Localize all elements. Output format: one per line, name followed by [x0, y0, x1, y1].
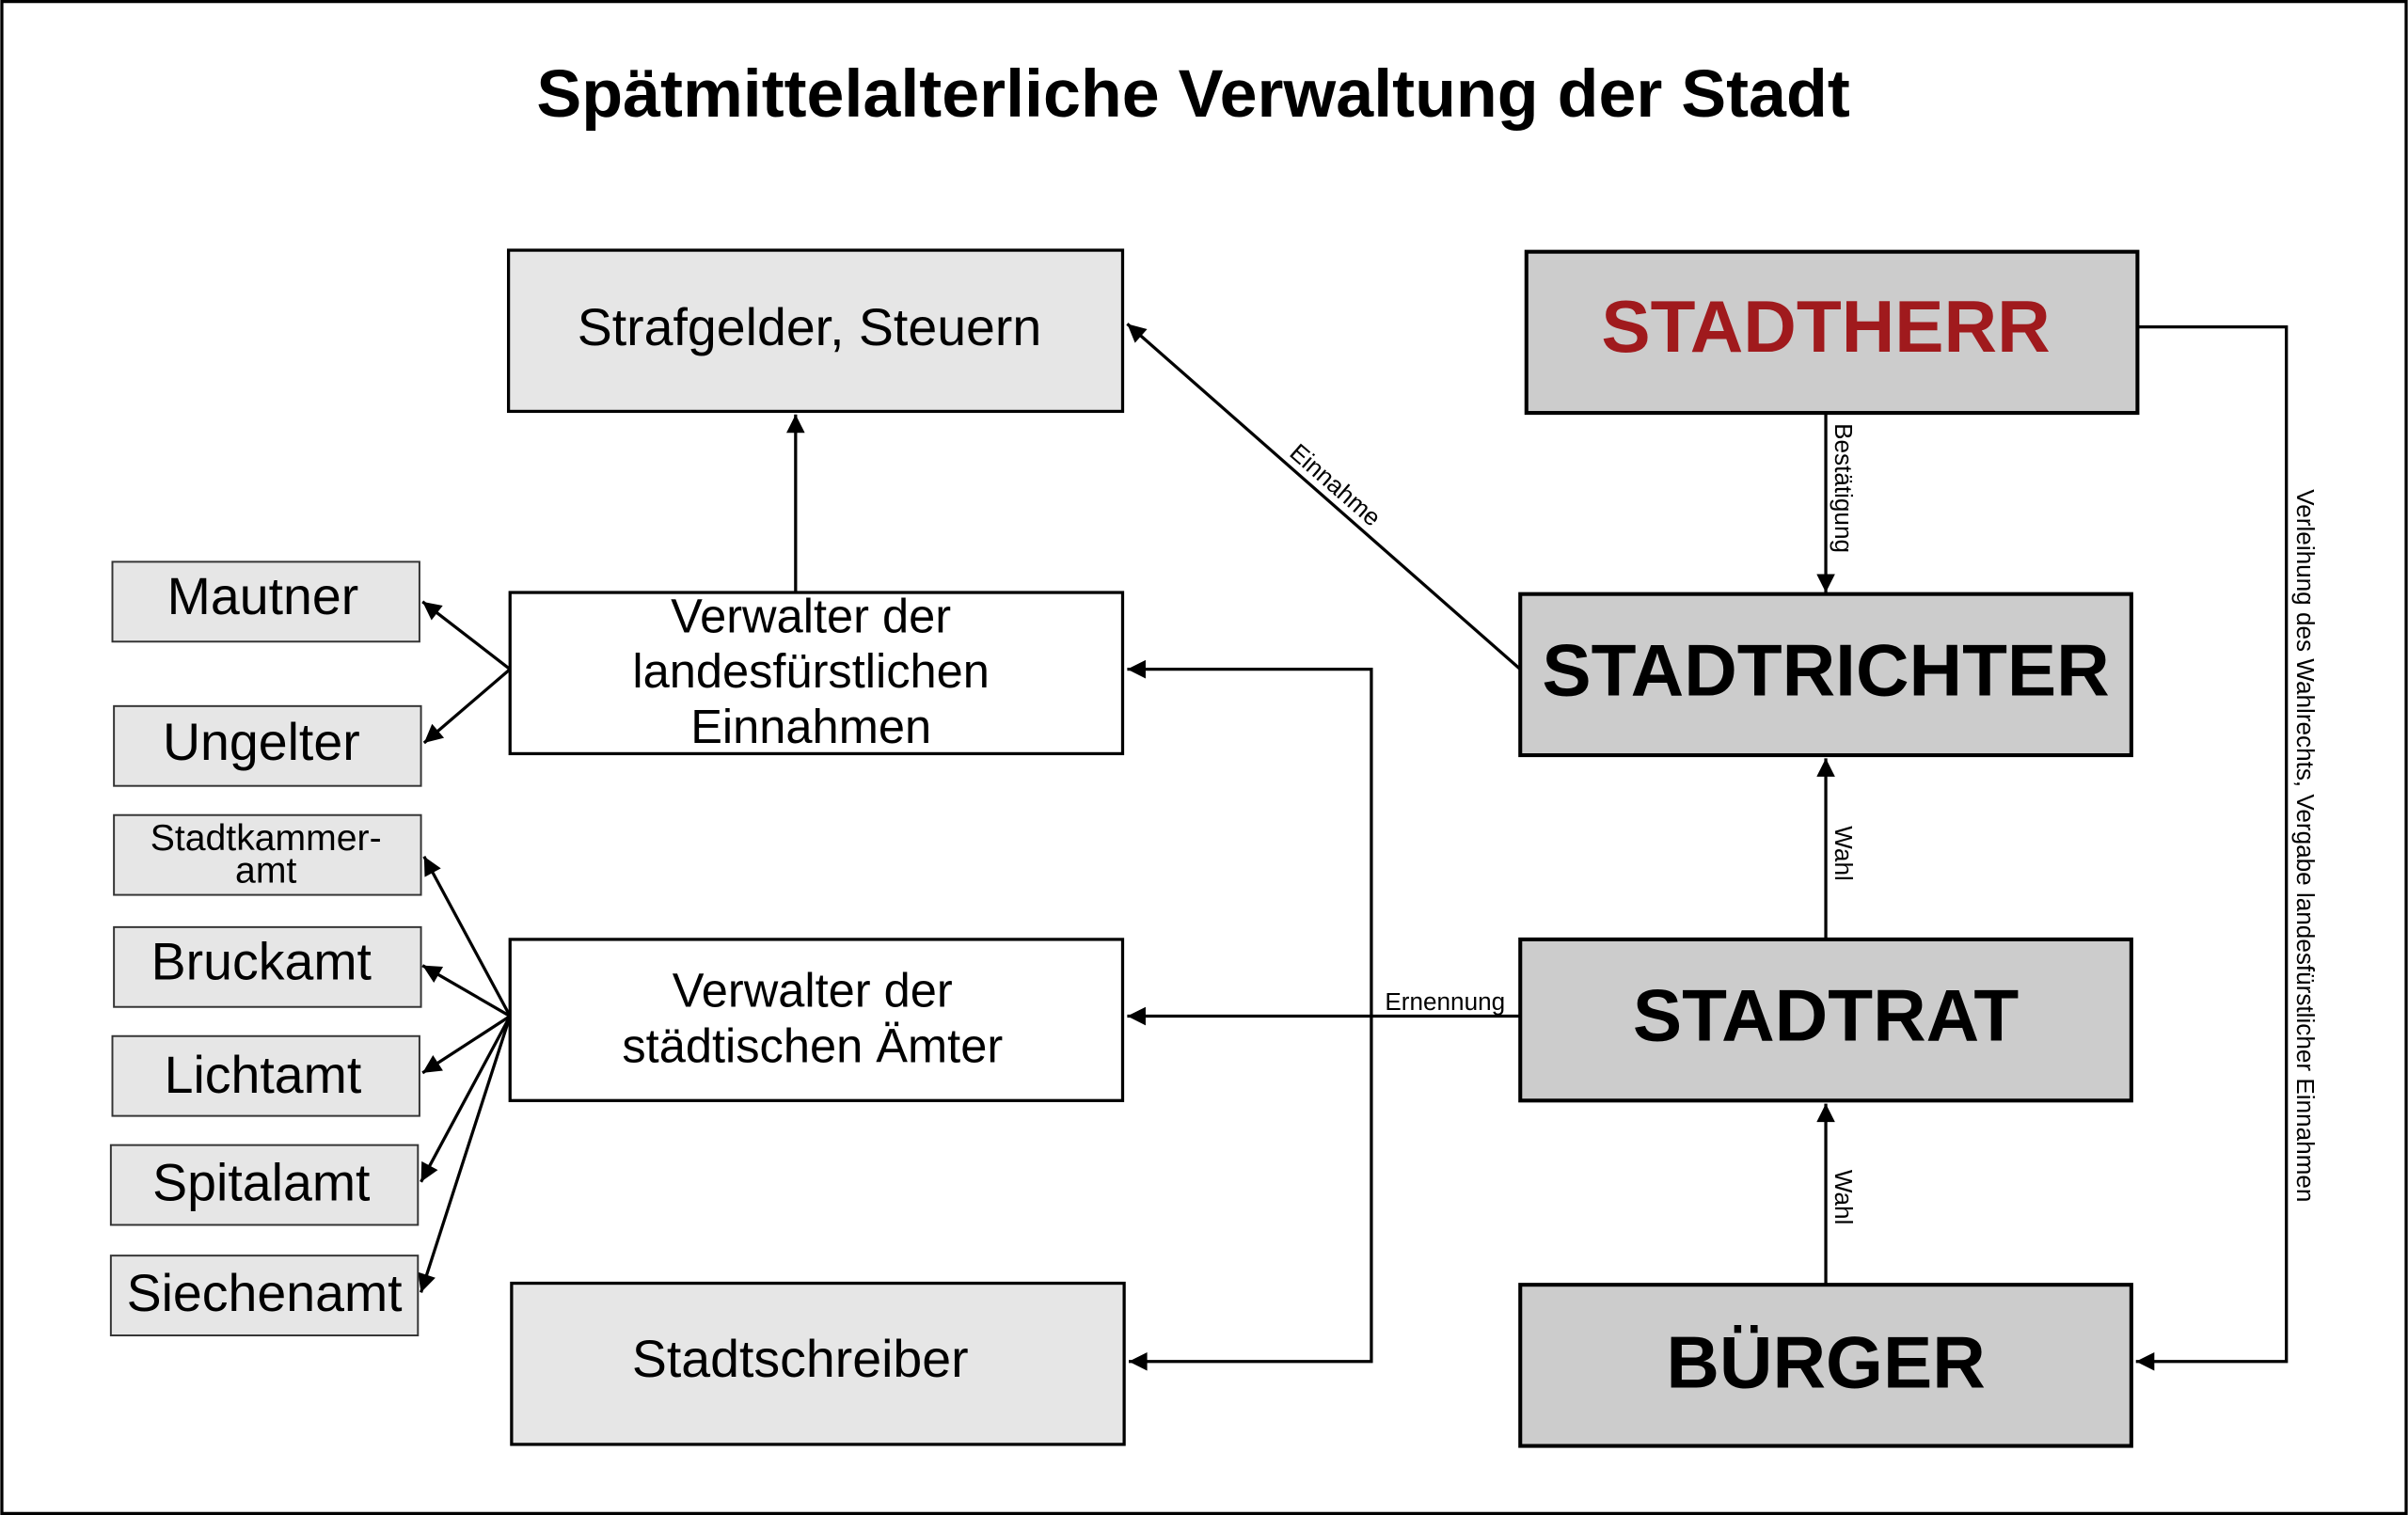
node-label: STADTRICHTER [1542, 628, 2109, 711]
node-stadtherr: STADTHERR [1524, 249, 2140, 416]
edge-to-stadtkammeramt [422, 856, 512, 1018]
edge-label-verleihung: Verleihung des Wahlrechts, Vergabe lande… [2291, 489, 2320, 1202]
node-stadtschreiber: Stadtschreiber [510, 1281, 1126, 1446]
edge-to-spitalamt [420, 1015, 512, 1183]
node-label-line: städtischen Ämter [622, 1018, 1003, 1072]
node-label: Siechenamt [127, 1264, 404, 1322]
node-label: Spitalamt [152, 1153, 371, 1211]
node-label: Lichtamt [165, 1046, 362, 1104]
edge-to-ungelter [422, 668, 512, 745]
node-label: STADTRAT [1633, 974, 2019, 1057]
node-stadtrichter: STADTRICHTER [1518, 592, 2133, 758]
node-verwalter-staedt: Verwalter der städtischen Ämter [508, 938, 1125, 1102]
edge-to-bruckamt [421, 964, 512, 1018]
node-stadtkammeramt: Stadtkammer- amt [113, 813, 422, 896]
edges [418, 323, 2289, 1371]
edge-label-bestaetigung: Bestätigung [1830, 423, 1858, 553]
diagram-title: Spätmittelalterliche Verwaltung der Stad… [536, 56, 1849, 132]
node-label-line: landesfürstlichen [632, 644, 990, 698]
node-label-line: amt [235, 851, 296, 892]
node-lichtamt: Lichtamt [111, 1034, 420, 1117]
edge-label-wahl-rat: Wahl [1830, 826, 1858, 881]
node-label: Stadtschreiber [632, 1330, 969, 1388]
node-mautner: Mautner [111, 560, 420, 643]
edge-to-verwalter-landes [1127, 659, 1373, 1017]
node-label: Strafgelder, Steuern [578, 298, 1042, 356]
node-label-line: Verwalter der [671, 589, 951, 642]
node-spitalamt: Spitalamt [109, 1144, 420, 1226]
node-ungelter: Ungelter [113, 704, 422, 787]
edge-label-ernennung: Ernennung [1385, 987, 1505, 1016]
node-buerger: BÜRGER [1518, 1283, 2133, 1448]
edge-to-siechenamt [418, 1016, 512, 1293]
edge-to-lichtamt [421, 1015, 512, 1075]
node-label-line: Verwalter der [673, 964, 953, 1018]
node-bruckamt: Bruckamt [113, 925, 422, 1008]
node-label: BÜRGER [1666, 1321, 1985, 1404]
edge-verleihung [2135, 325, 2289, 1371]
edge-to-stadtschreiber [1129, 1016, 1373, 1371]
edge-einnahme [1126, 323, 1522, 671]
node-label: STADTHERR [1601, 285, 2050, 368]
node-label: Bruckamt [151, 932, 372, 990]
node-label: Mautner [167, 567, 359, 625]
node-label-line: Einnahmen [690, 700, 931, 753]
edge-label-wahl-buerger: Wahl [1830, 1170, 1858, 1225]
node-label-line: Stadtkammer- [150, 818, 382, 859]
node-siechenamt: Siechenamt [109, 1255, 420, 1337]
edge-to-mautner [421, 600, 512, 671]
node-verwalter-landes: Verwalter der landesfürstlichen Einnahme… [508, 589, 1125, 756]
node-label: Ungelter [163, 713, 360, 771]
node-strafgelder: Strafgelder, Steuern [506, 248, 1125, 414]
node-stadtrat: STADTRAT [1518, 937, 2133, 1103]
